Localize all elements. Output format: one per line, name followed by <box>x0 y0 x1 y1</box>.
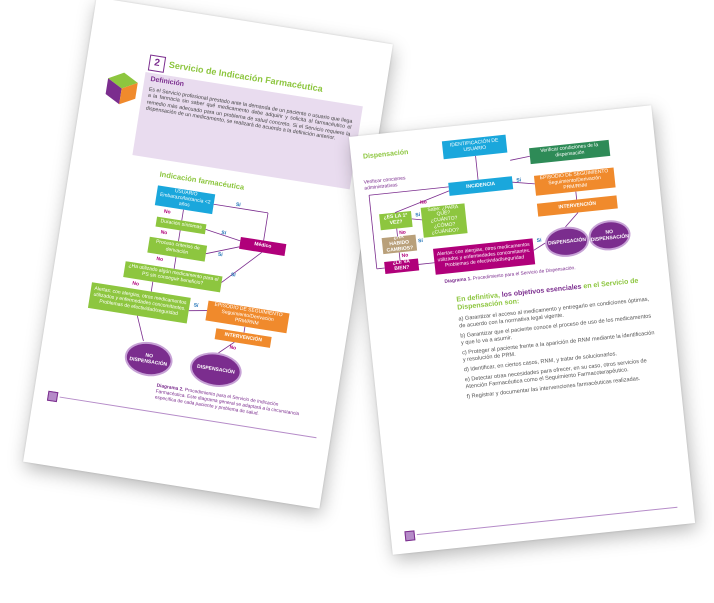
no-label-1: No <box>163 208 171 216</box>
si-label-4: Sí <box>230 271 237 279</box>
si-label-2: Sí <box>220 229 227 237</box>
no-label-2: No <box>160 229 168 237</box>
no-label-5: No <box>229 344 237 352</box>
r-no-label-2: No <box>398 229 407 237</box>
right-footer-page-marker <box>404 530 416 542</box>
left-page: 2 Servicio de Indicación Farmacéutica De… <box>23 0 393 509</box>
r-si-label-3: Sí <box>516 177 522 184</box>
r-si-label-4: Sí <box>536 237 542 244</box>
si-label-5: Sí <box>193 302 199 310</box>
r-no-label-1: No <box>419 199 428 206</box>
right-flow-arrows <box>368 155 579 270</box>
right-page: Dispensación IDENTIFICACIÓN DE USUARIO V… <box>348 105 696 555</box>
no-label-3: No <box>155 256 164 264</box>
si-label-1: Sí <box>235 201 242 209</box>
r-si-label-2: Sí <box>417 237 424 245</box>
r-si-label-1: Sí <box>415 212 421 219</box>
cube-logo-icon <box>105 72 138 105</box>
no-label-4: No <box>131 280 140 288</box>
si-label-3: Sí <box>217 251 224 259</box>
flow-arrows <box>136 203 269 354</box>
footer-page-marker <box>46 390 59 403</box>
r-no-label-3: No <box>401 252 409 260</box>
